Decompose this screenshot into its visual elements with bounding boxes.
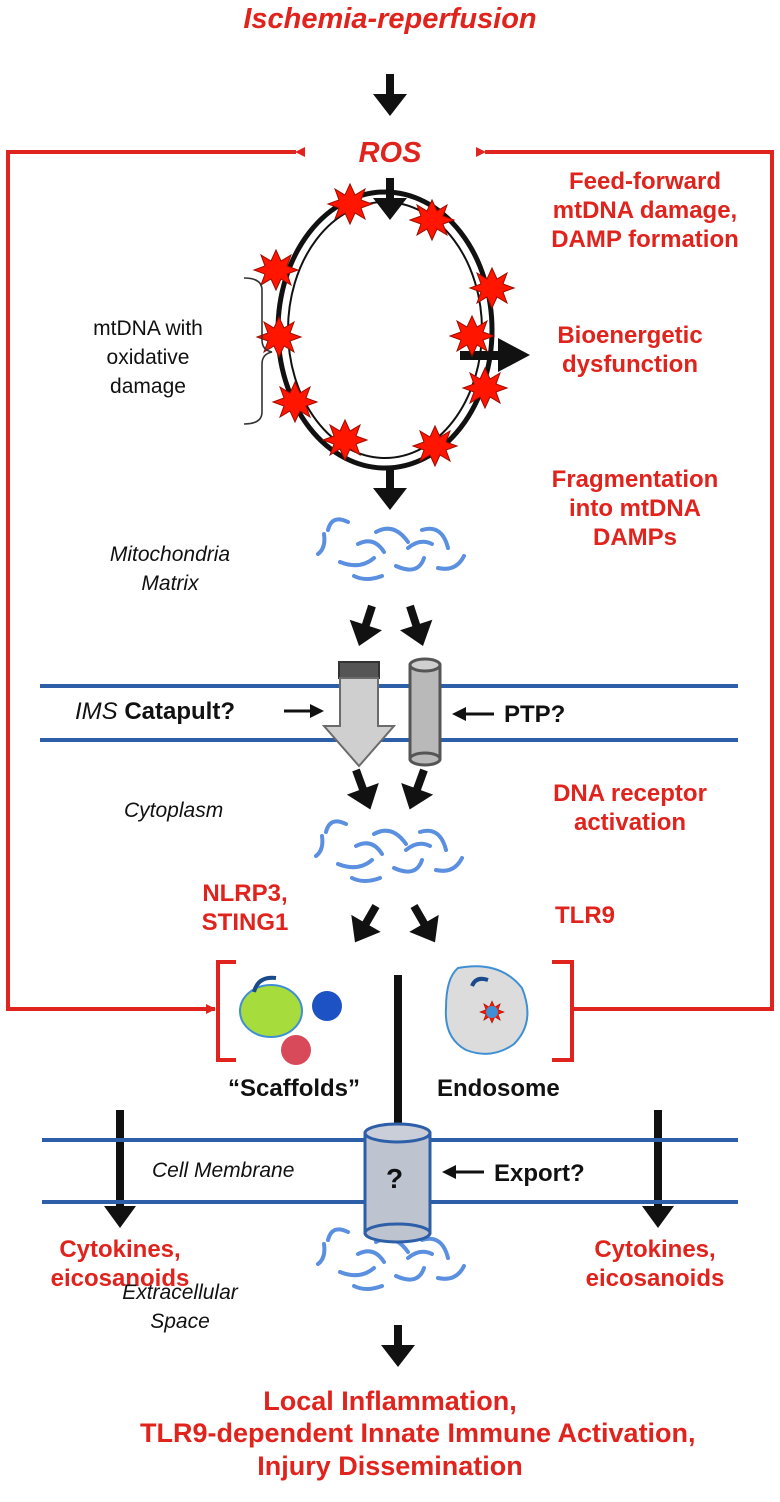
- export-unknown-label: ?: [386, 1163, 404, 1194]
- feedback-loop-right: [476, 147, 774, 1011]
- outcome-label: Local Inflammation,TLR9-dependent Innate…: [140, 1386, 696, 1481]
- feedback-loop-left: [6, 147, 305, 1014]
- scaffolds-icon: [239, 975, 342, 1065]
- ptp-channel-icon: [408, 657, 442, 767]
- ros-label: ROS: [358, 137, 422, 169]
- arrow-ros-to-mtdna: [373, 178, 407, 220]
- dna-fragments-cytoplasm: [314, 819, 464, 883]
- arrow-cytokines-right: [642, 1110, 674, 1228]
- arrow-matrix-right: [393, 600, 440, 652]
- arrow-mtdna-to-fragments: [373, 468, 407, 510]
- arrow-to-endosome: [399, 897, 450, 951]
- arrow-ischemia-to-ros: [373, 74, 407, 116]
- ptp-label: PTP?: [504, 701, 566, 728]
- export-label: Export?: [494, 1160, 585, 1187]
- ims-catapult-label: IMS Catapult?: [75, 698, 236, 725]
- cell-membrane-label: Cell Membrane: [152, 1159, 295, 1182]
- cytokines-left-label: Cytokines,eicosanoids: [50, 1236, 190, 1292]
- arrow-to-outcome: [381, 1325, 415, 1367]
- catapult-channel-icon: [321, 661, 397, 768]
- bracket-left-icon: [216, 960, 236, 1062]
- catapult-pointer-icon: [284, 704, 324, 718]
- scaffolds-label: “Scaffolds”: [228, 1075, 361, 1102]
- arrow-cytokines-left: [104, 1110, 136, 1228]
- export-pointer-icon: [442, 1165, 484, 1179]
- mtdna-bracket-icon: [243, 277, 273, 425]
- endosome-icon: [444, 965, 529, 1055]
- oxidative-damage-icons: [253, 183, 515, 467]
- arrow-to-export-channel: [382, 975, 414, 1148]
- export-channel-icon: [363, 1122, 432, 1244]
- nlrp3-sting1-label: NLRP3,STING1: [201, 880, 289, 936]
- title-ischemia-reperfusion: Ischemia-reperfusion: [243, 3, 537, 35]
- tlr9-label: TLR9: [555, 902, 615, 929]
- bracket-right-icon: [552, 960, 574, 1062]
- arrow-cyto-left: [340, 764, 387, 816]
- arrow-cyto-right: [393, 764, 440, 816]
- arrow-to-scaffolds: [340, 897, 391, 951]
- endosome-label: Endosome: [437, 1075, 560, 1102]
- cytokines-right-label: Cytokines,eicosanoids: [585, 1236, 725, 1292]
- dna-fragments-matrix: [316, 517, 466, 581]
- ptp-pointer-icon: [452, 707, 494, 721]
- arrow-matrix-left: [342, 600, 389, 652]
- cytoplasm-label: Cytoplasm: [124, 799, 224, 822]
